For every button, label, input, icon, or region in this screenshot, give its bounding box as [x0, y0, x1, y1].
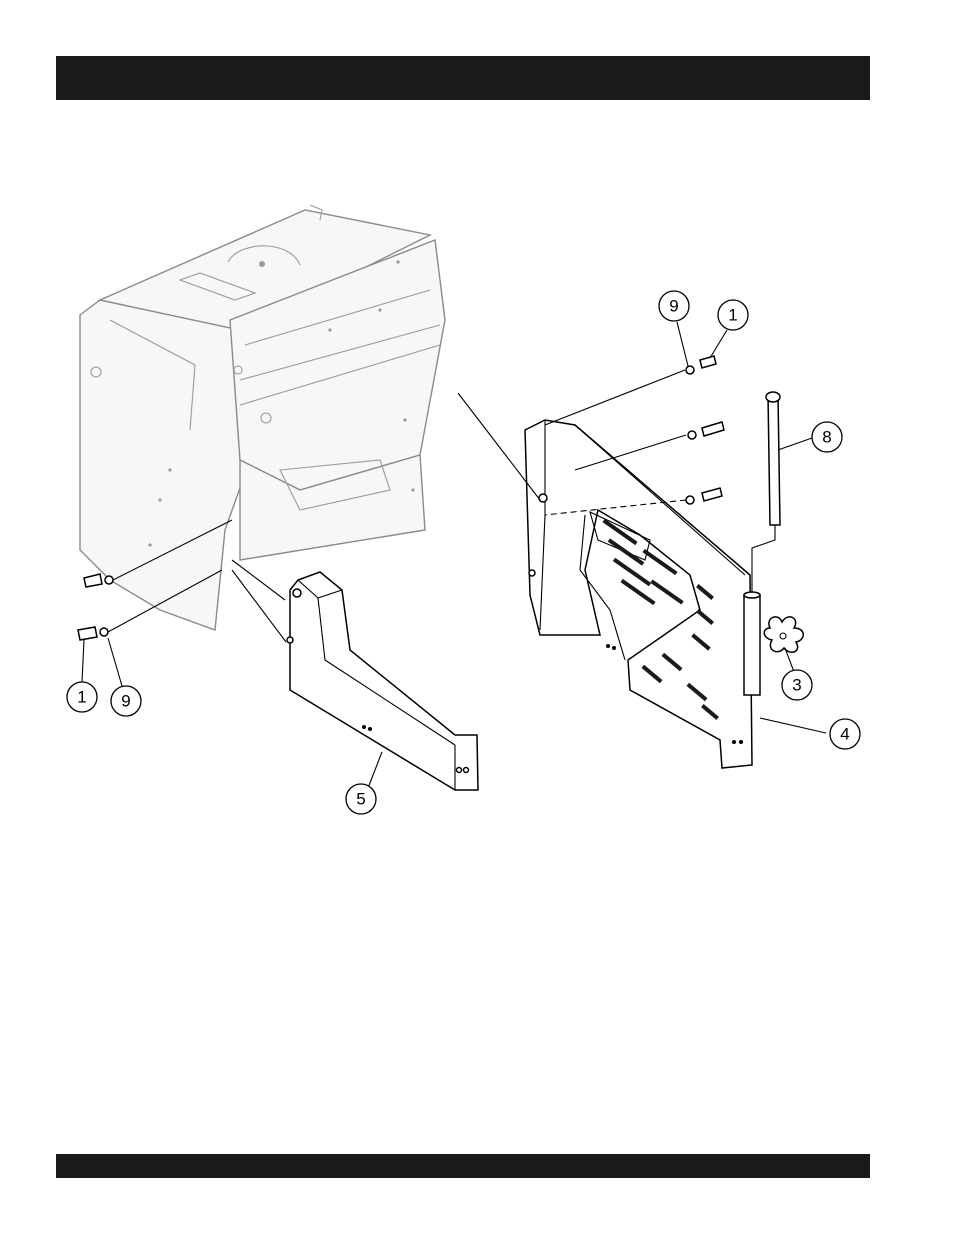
rod-part [766, 392, 780, 525]
callout-4: 4 [830, 719, 860, 749]
svg-text:9: 9 [669, 297, 678, 316]
callout-1-bottom: 1 [67, 682, 97, 712]
lower-guard-part [287, 572, 478, 790]
machine-frame [80, 205, 445, 630]
side-cover-part [525, 420, 752, 768]
svg-text:3: 3 [792, 676, 801, 695]
callout-1-top: 1 [718, 300, 748, 330]
callout-5: 5 [346, 784, 376, 814]
svg-text:9: 9 [121, 692, 130, 711]
svg-text:1: 1 [728, 306, 737, 325]
callout-3: 3 [782, 670, 812, 700]
svg-text:8: 8 [822, 428, 831, 447]
svg-text:5: 5 [356, 790, 365, 809]
svg-text:4: 4 [840, 725, 849, 744]
star-knob-part [764, 617, 803, 652]
callout-9-top: 9 [659, 291, 689, 321]
svg-text:1: 1 [77, 688, 86, 707]
callout-9-bottom: 9 [111, 686, 141, 716]
tube-part [744, 592, 760, 695]
callout-8: 8 [812, 422, 842, 452]
